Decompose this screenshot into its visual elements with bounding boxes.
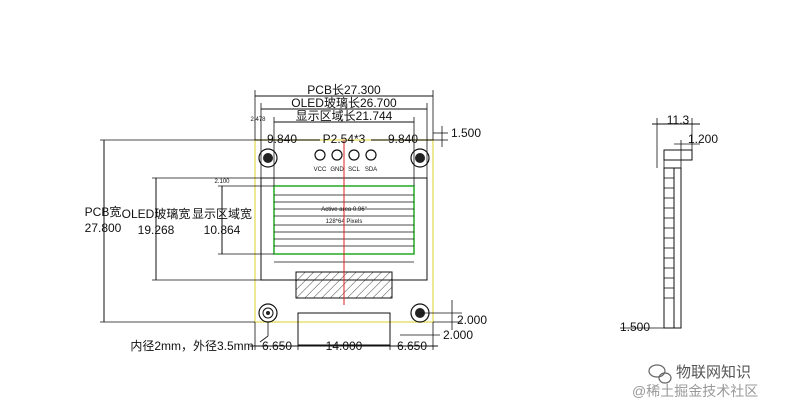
- left-margin-label: 2.478: [250, 117, 266, 123]
- right-bottom-dimensions: 2.000 2.000: [400, 300, 487, 342]
- watermark: 物联网知识 @稀土掘金技术社区: [632, 364, 758, 399]
- bottom-right-label: 6.650: [397, 339, 427, 353]
- hole-note-label: 内径2mm，外径3.5mm: [130, 339, 253, 353]
- mount-hole-top-left: [258, 148, 278, 168]
- pcb-length-label: PCB长27.300: [307, 83, 381, 97]
- wechat-icon: [648, 364, 672, 384]
- pcb-width-value: 27.800: [85, 221, 122, 235]
- pin-pitch-label: P2.54*3: [323, 132, 366, 146]
- front-view: VCC GND SCL SDA Active area 0.96" 128*64…: [85, 83, 488, 353]
- side-bottom-offset-label: 1.500: [620, 320, 650, 334]
- side-glass: [673, 167, 682, 329]
- side-pin-thickness-label: 1.200: [688, 132, 718, 146]
- side-view: 11.3 1.200 1.500: [620, 113, 718, 334]
- mount-hole-top-right: [410, 148, 430, 168]
- top-offset-label: 1.500: [451, 126, 481, 140]
- left-pin-offset-label: 9.840: [267, 132, 297, 146]
- display-length-label: 显示区域长21.744: [296, 109, 393, 123]
- side-thickness-label: 11.3: [667, 113, 690, 127]
- watermark-subtitle: @稀土掘金技术社区: [632, 383, 758, 399]
- oled-width-value: 19.268: [138, 223, 175, 237]
- pin-label-vcc: VCC: [314, 167, 327, 173]
- display-width-label: 显示区域宽: [192, 206, 252, 221]
- pin-label-gnd: GND: [330, 167, 344, 173]
- oled-width-label: OLED玻璃宽: [122, 206, 191, 221]
- side-pin-teeth: [664, 177, 674, 299]
- right-offset-b-label: 2.000: [443, 328, 473, 342]
- pin-label-scl: SCL: [348, 167, 360, 173]
- top-dimensions: PCB长27.300 OLED玻璃长26.700 显示区域长21.744 2.4…: [250, 83, 481, 186]
- glass-offset-label: 2.100: [214, 179, 230, 185]
- bottom-mid-label: 14.000: [326, 339, 363, 353]
- mount-hole-bottom-left: [258, 303, 278, 323]
- pin-header: VCC GND SCL SDA: [314, 149, 377, 173]
- display-width-value: 10.864: [204, 223, 241, 237]
- bottom-left-label: 6.650: [262, 339, 292, 353]
- left-dimensions: PCB宽 27.800 OLED玻璃宽 19.268 显示区域宽 10.864 …: [85, 139, 274, 323]
- side-pin: [663, 149, 693, 161]
- oled-length-label: OLED玻璃长26.700: [291, 96, 397, 110]
- right-pin-offset-label: 9.840: [388, 132, 418, 146]
- bottom-connector: [297, 312, 391, 346]
- pin-label-sda: SDA: [365, 167, 377, 173]
- bottom-dimensions: 内径2mm，外径3.5mm 6.650 14.000 6.650: [130, 322, 438, 353]
- watermark-title: 物联网知识: [676, 364, 751, 381]
- pcb-width-label: PCB宽: [85, 204, 122, 219]
- right-offset-a-label: 2.000: [457, 313, 487, 327]
